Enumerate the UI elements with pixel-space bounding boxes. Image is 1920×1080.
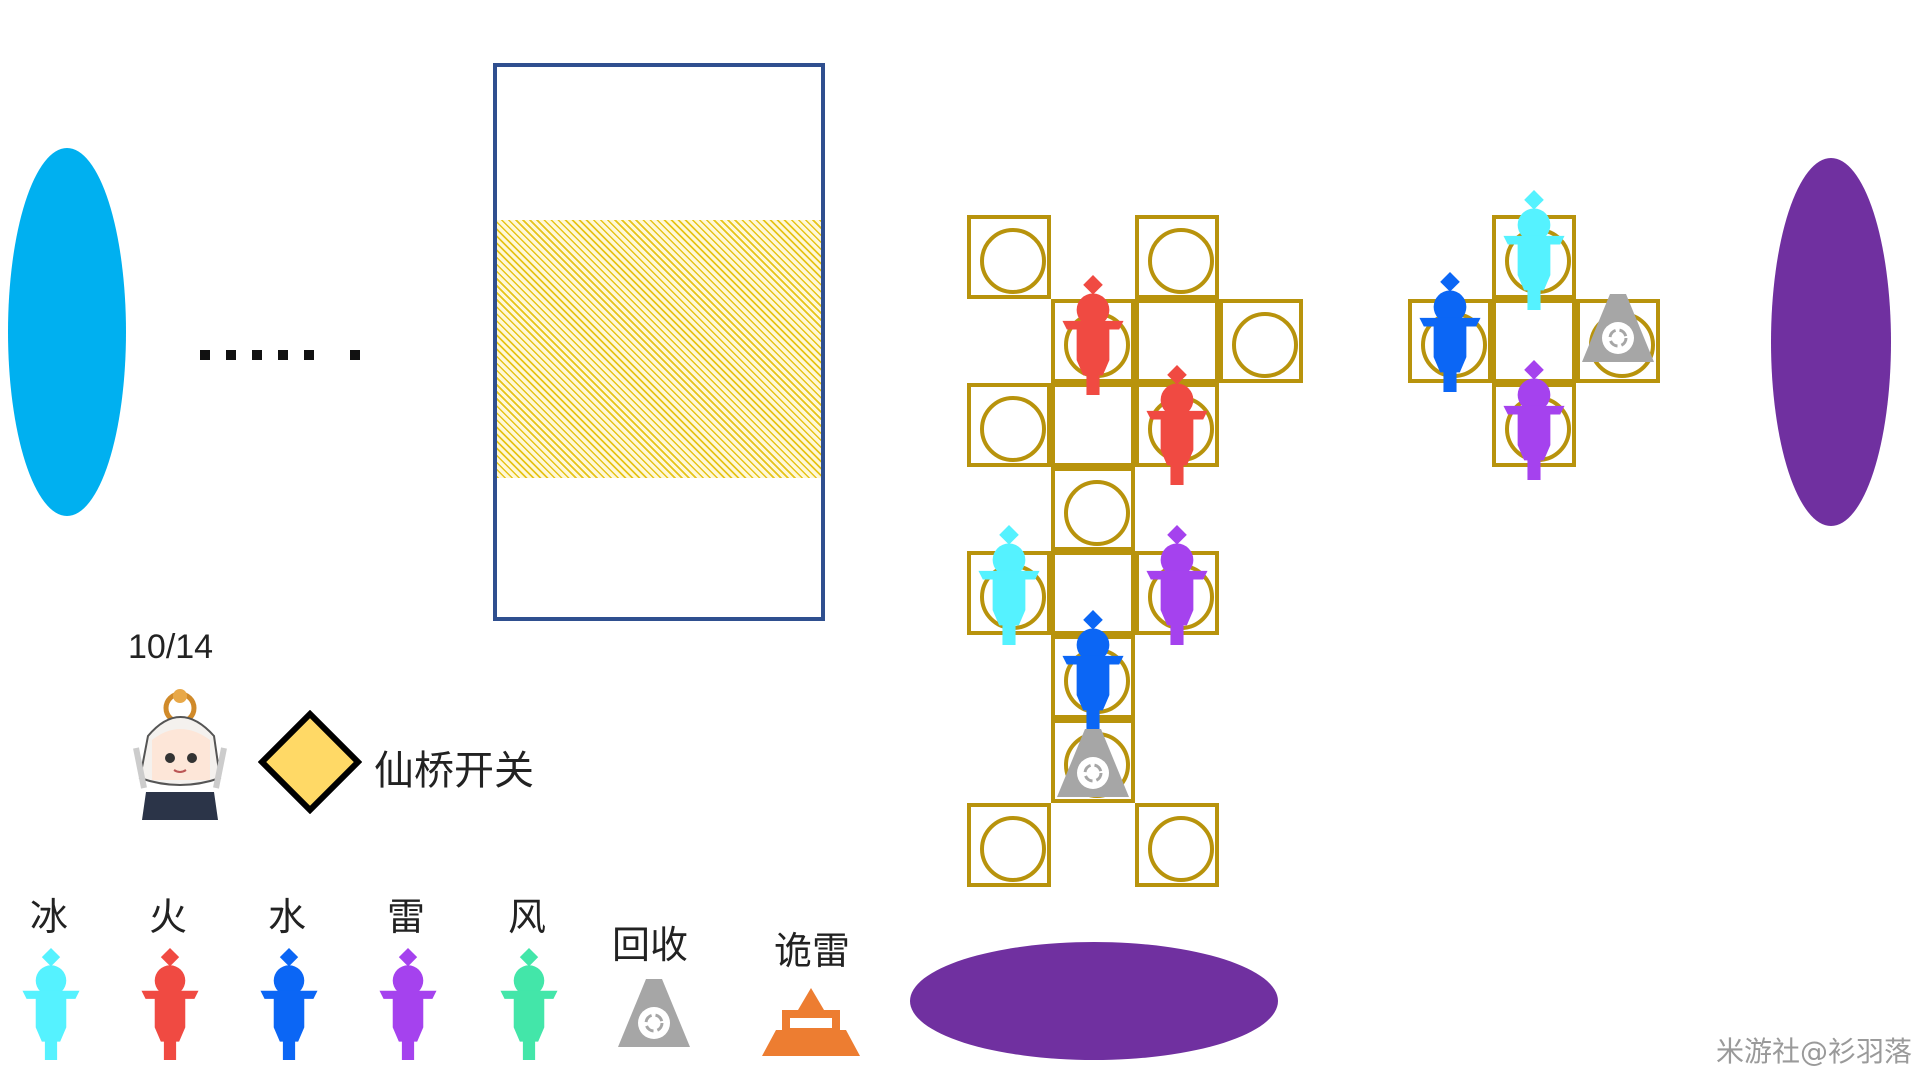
paimon-icon bbox=[133, 689, 227, 820]
fairy-bridge-hatch bbox=[497, 220, 821, 478]
bridge-frame bbox=[493, 63, 825, 621]
grid-tile bbox=[1219, 299, 1303, 383]
rune-circle bbox=[1148, 228, 1214, 294]
rune-circle bbox=[1064, 480, 1130, 546]
ice-statue-icon bbox=[1503, 190, 1565, 310]
switch-label: 仙桥开关 bbox=[374, 748, 534, 794]
ice-statue-icon bbox=[978, 525, 1040, 645]
electro-statue-icon bbox=[379, 948, 437, 1060]
recycle-icon bbox=[618, 979, 690, 1047]
rune-circle bbox=[980, 396, 1046, 462]
portal-left-cyan bbox=[8, 148, 126, 516]
legend-label-fire: 火 bbox=[149, 895, 188, 939]
rune-circle bbox=[1232, 312, 1298, 378]
legend-label-odd-thunder: 诡雷 bbox=[774, 929, 851, 973]
water-statue-icon bbox=[1062, 610, 1124, 730]
wind-statue-icon bbox=[500, 948, 558, 1060]
grid-tile bbox=[1051, 467, 1135, 551]
water-statue-icon bbox=[260, 948, 318, 1060]
electro-statue-icon bbox=[1503, 360, 1565, 480]
fairy-bridge-switch-icon bbox=[258, 710, 362, 814]
rune-circle bbox=[980, 228, 1046, 294]
fire-statue-icon bbox=[1062, 275, 1124, 395]
grid-tile bbox=[1051, 383, 1135, 467]
recycle-icon bbox=[1057, 729, 1129, 797]
odd-thunder-icon bbox=[762, 988, 860, 1056]
legend-label-ice: 冰 bbox=[30, 895, 69, 939]
grid-tile bbox=[1135, 803, 1219, 887]
grid-tile bbox=[967, 215, 1051, 299]
progress-counter: 10/14 bbox=[128, 628, 214, 666]
electro-statue-icon bbox=[1146, 525, 1208, 645]
portal-right-purple bbox=[1771, 158, 1891, 526]
legend-label-electro: 雷 bbox=[387, 895, 426, 939]
water-statue-icon bbox=[1419, 272, 1481, 392]
recycle-icon bbox=[1582, 294, 1654, 362]
fire-statue-icon bbox=[141, 948, 199, 1060]
legend-label-water: 水 bbox=[268, 895, 307, 939]
portal-bottom-purple bbox=[910, 942, 1278, 1060]
legend-label-recycle: 回收 bbox=[612, 923, 689, 967]
watermark: 米游社@衫羽落 bbox=[1716, 1035, 1913, 1068]
rune-circle bbox=[1148, 816, 1214, 882]
legend-label-wind: 风 bbox=[508, 895, 547, 939]
rune-circle bbox=[980, 816, 1046, 882]
grid-tile bbox=[967, 803, 1051, 887]
fire-statue-icon bbox=[1146, 365, 1208, 485]
grid-tile bbox=[967, 383, 1051, 467]
ice-statue-icon bbox=[22, 948, 80, 1060]
grid-tile bbox=[1135, 215, 1219, 299]
